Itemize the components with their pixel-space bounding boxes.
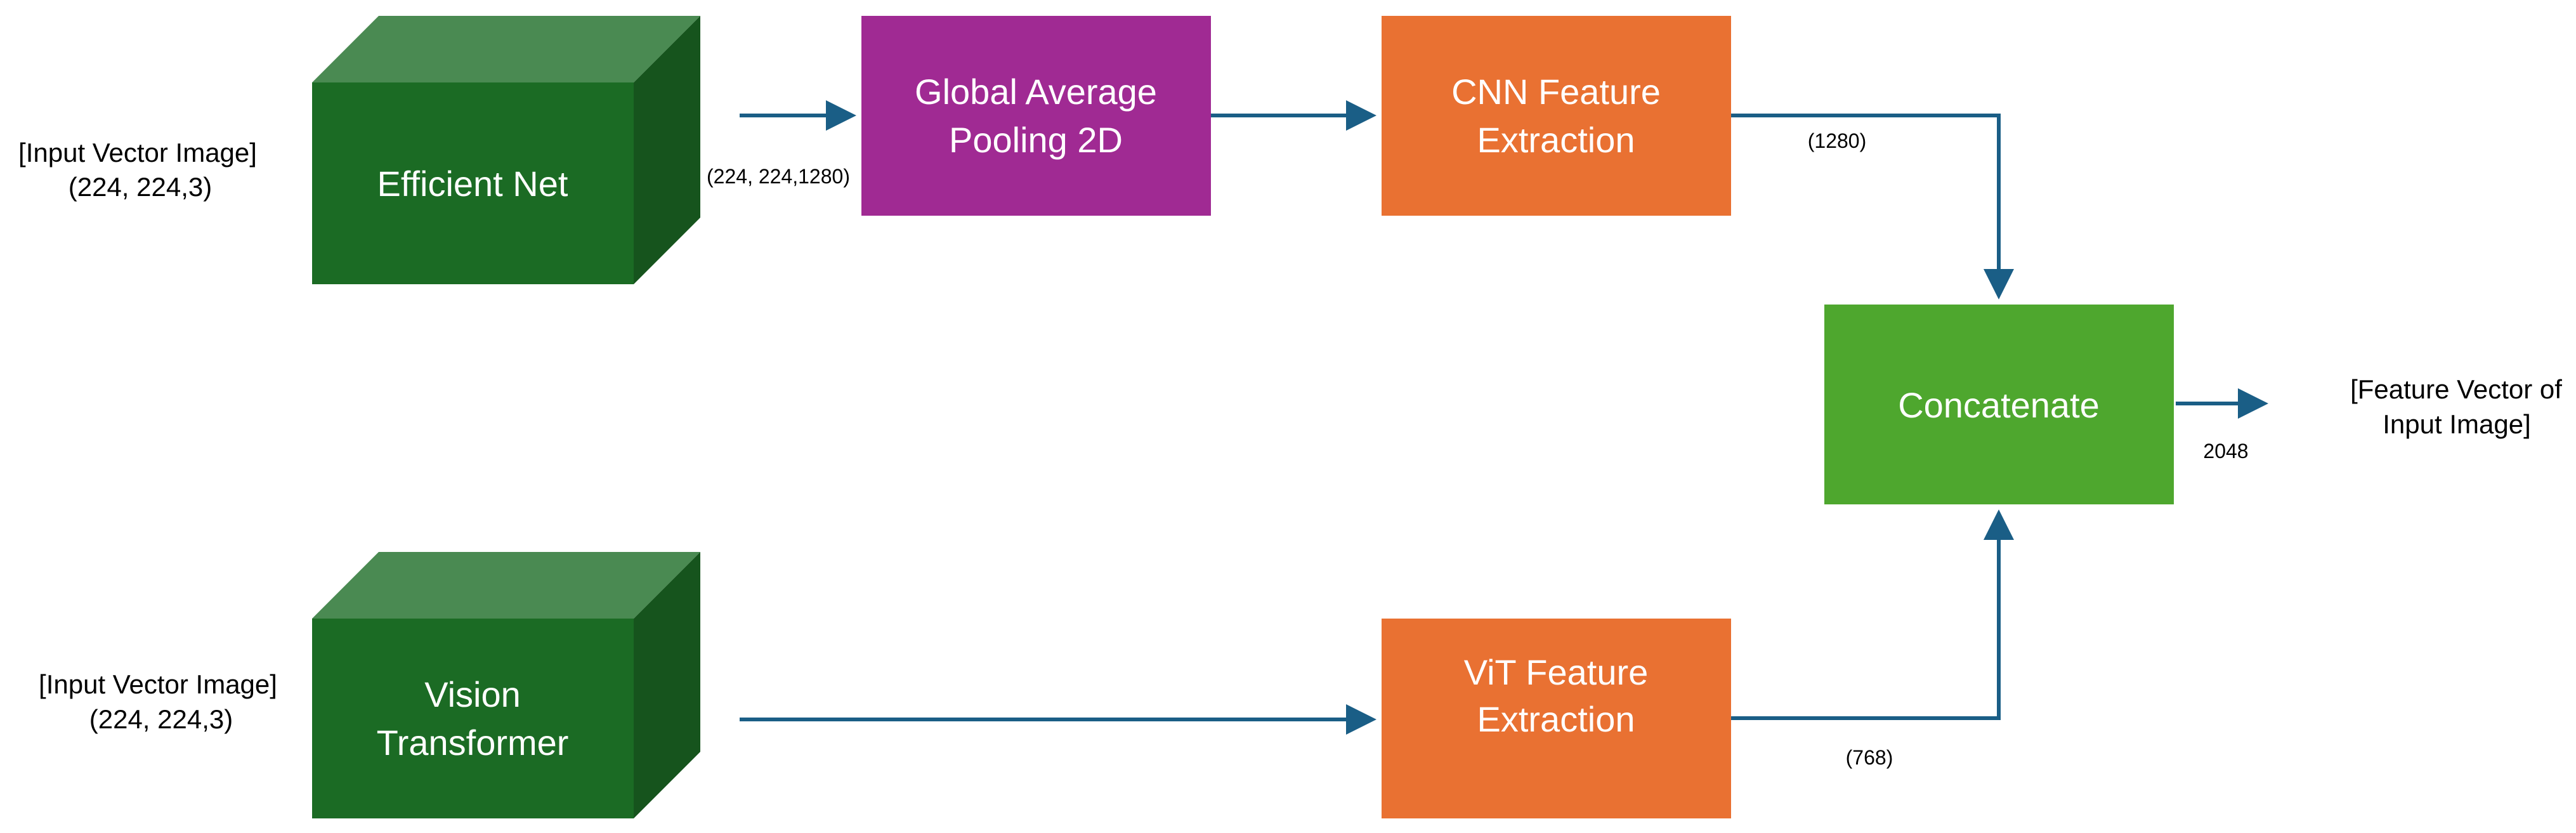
vit-feature-block: ViT Feature Extraction [1382, 619, 1731, 818]
global-pooling-label-line1: Global Average [915, 72, 1157, 112]
cnn-feature-label-line2: Extraction [1477, 120, 1635, 160]
input-label-bottom: [Input Vector Image] (224, 224,3) [39, 669, 277, 734]
efficient-net-label: Efficient Net [377, 164, 568, 204]
vision-transformer-block: Vision Transformer [312, 552, 700, 818]
concatenate-box [1824, 305, 2174, 504]
output-label: [Feature Vector of Input Image] [2350, 374, 2562, 439]
concat-output-dim: 2048 [2203, 440, 2248, 462]
cube-top-face [312, 16, 700, 82]
cnn-feature-box [1382, 16, 1731, 216]
efficientnet-output-shape: (224, 224,1280) [707, 165, 850, 188]
output-label-line1: [Feature Vector of [2350, 374, 2562, 404]
cube-side-face [634, 552, 700, 818]
efficient-net-block: Efficient Net [312, 16, 700, 284]
arrow-cnn-to-concatenate [1731, 114, 2014, 299]
output-label-line2: Input Image] [2383, 409, 2530, 439]
cube-side-face [634, 16, 700, 284]
arrow-vit-feature-to-concatenate [1731, 509, 2014, 720]
cnn-feature-label-line1: CNN Feature [1451, 72, 1661, 112]
input-label-top-line2: (224, 224,3) [69, 172, 212, 202]
vision-transformer-label-line1: Vision [424, 674, 521, 714]
input-label-bottom-line1: [Input Vector Image] [39, 669, 277, 699]
cnn-feature-block: CNN Feature Extraction [1382, 16, 1731, 216]
vit-feature-box [1382, 619, 1731, 818]
input-label-top-line1: [Input Vector Image] [18, 138, 257, 167]
global-pooling-box [861, 16, 1211, 216]
vit-output-dim: (768) [1846, 746, 1893, 769]
cnn-output-dim: (1280) [1808, 129, 1867, 152]
connectors [740, 100, 2268, 735]
vit-feature-label-line1: ViT Feature [1464, 652, 1649, 692]
cube-front-face [312, 82, 634, 284]
input-label-bottom-line2: (224, 224,3) [89, 704, 233, 734]
concatenate-label: Concatenate [1898, 385, 2100, 425]
concatenate-block: Concatenate [1824, 305, 2174, 504]
cube-front-face [312, 619, 634, 818]
vit-feature-label-line2: Extraction [1477, 699, 1635, 739]
cube-top-face [312, 552, 700, 619]
global-pooling-block: Global Average Pooling 2D [861, 16, 1211, 216]
vision-transformer-label-line2: Transformer [377, 723, 569, 763]
global-pooling-label-line2: Pooling 2D [949, 120, 1123, 160]
input-label-top: [Input Vector Image] (224, 224,3) [18, 138, 257, 202]
